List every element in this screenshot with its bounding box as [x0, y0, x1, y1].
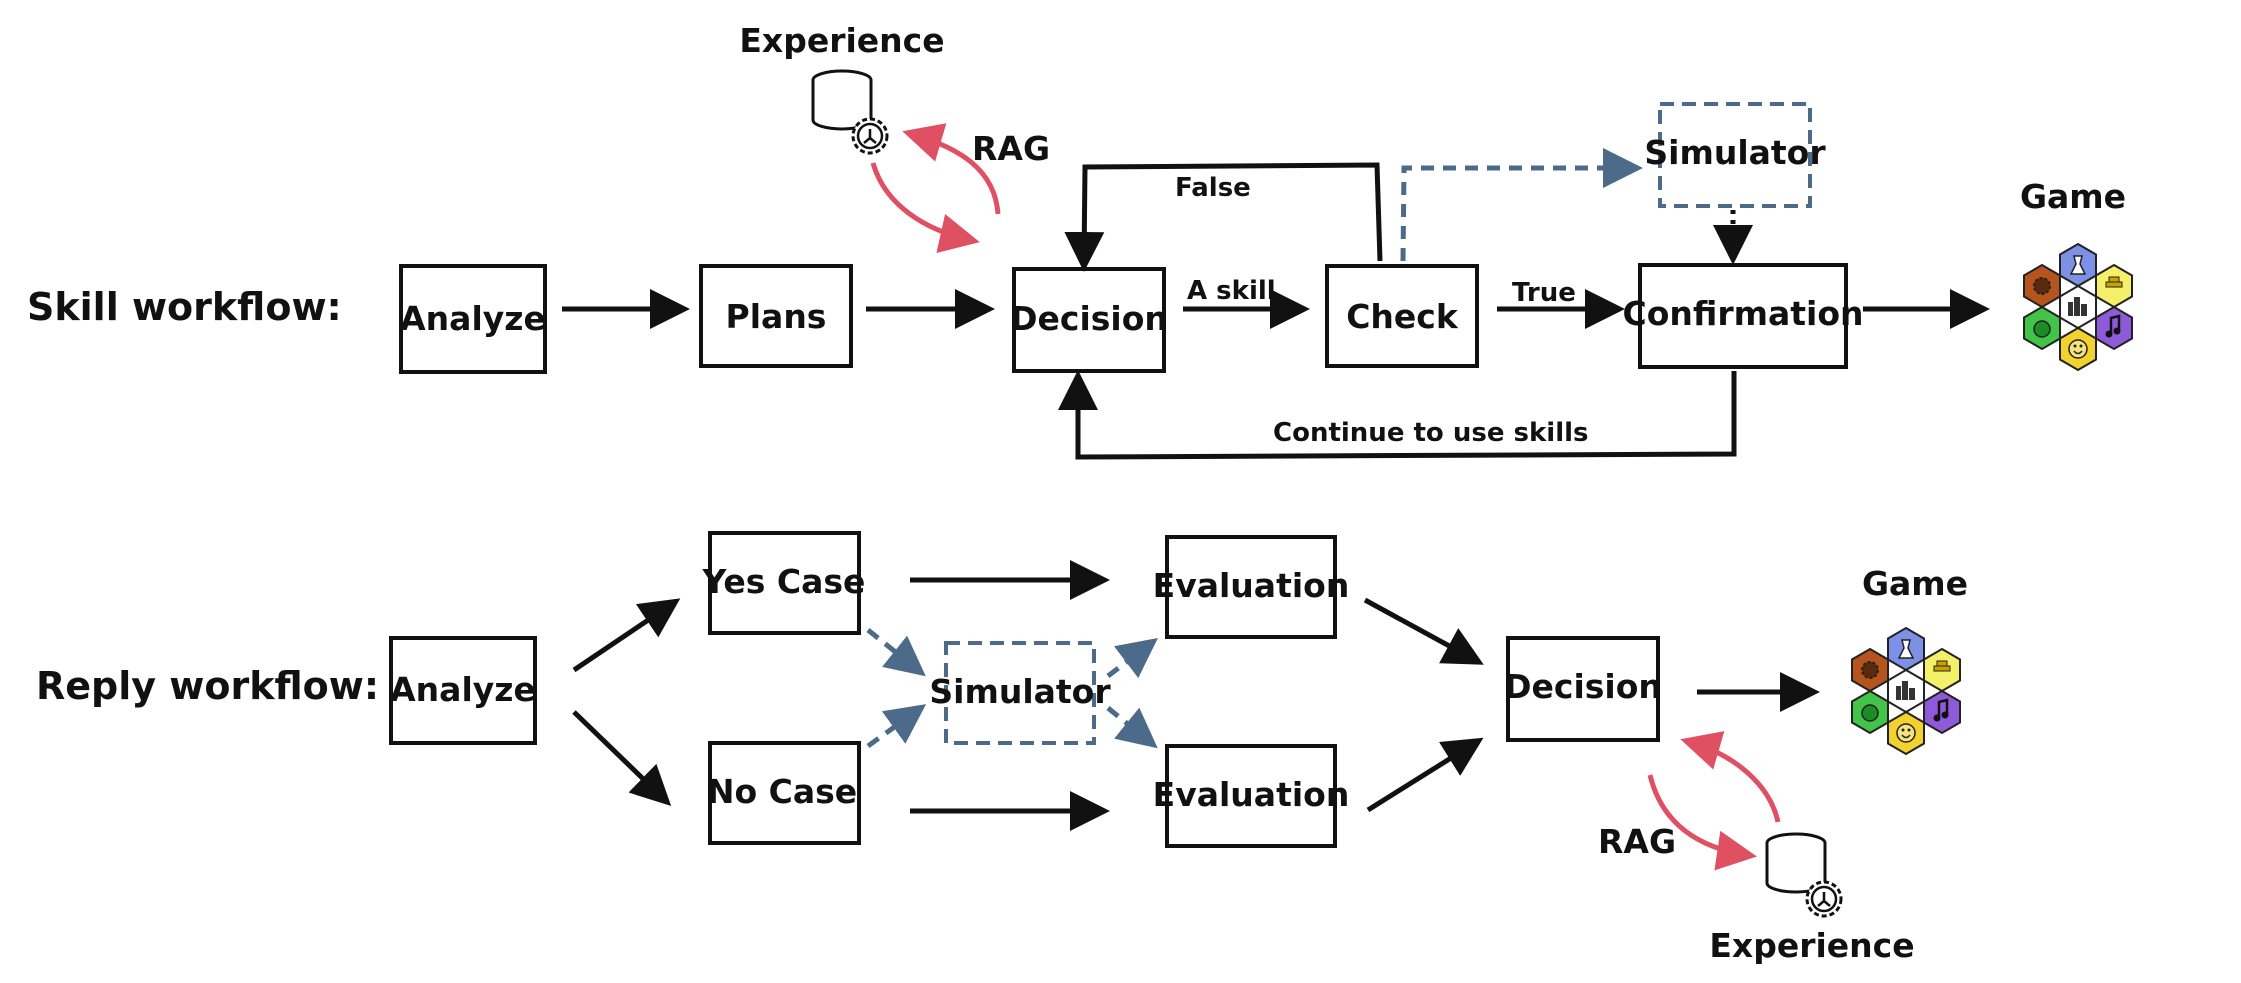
- reply-no-case-label: No Case: [707, 772, 857, 811]
- edge-label-false: False: [1175, 173, 1251, 203]
- skill-rag-arrow-up: [902, 123, 1001, 215]
- reply-simulator-label: Simulator: [929, 672, 1111, 711]
- skill-simulator-label: Simulator: [1644, 133, 1826, 172]
- reply-analyze-node: Analyze: [389, 636, 537, 745]
- reply-rag-label: RAG: [1598, 822, 1676, 861]
- skill-rag-label: RAG: [972, 129, 1050, 168]
- reply-rag-arrow-down: [1647, 774, 1757, 871]
- reply-no-case-node: No Case: [707, 741, 861, 845]
- skill-game-label: Game: [2020, 177, 2126, 216]
- edge-label-continue: Continue to use skills: [1273, 418, 1589, 448]
- arrow-false-loop: [1064, 162, 1383, 272]
- reply-evaluation-top-node: Evaluation: [1153, 535, 1350, 639]
- reply-rag-arrow-up: [1680, 731, 1781, 823]
- arrow-analyze-no: [572, 710, 672, 806]
- game-hexagon-icon: [2022, 242, 2134, 372]
- reply-analyze-label: Analyze: [390, 670, 536, 709]
- database-gear-icon: [811, 69, 889, 155]
- reply-simulator-node: Simulator: [929, 641, 1111, 745]
- reply-decision-label: Decision: [1504, 667, 1662, 706]
- arrow-continue-loop: [1058, 370, 1737, 460]
- skill-check-label: Check: [1346, 297, 1459, 336]
- skill-analyze-node: Analyze: [399, 264, 547, 374]
- skill-check-node: Check: [1325, 264, 1479, 368]
- arrow-yes-simulator: [866, 628, 926, 677]
- skill-plans-node: Plans: [699, 264, 853, 368]
- skill-confirmation-node: Confirmation: [1622, 263, 1864, 369]
- reply-decision-node: Decision: [1504, 636, 1662, 742]
- skill-experience-label: Experience: [739, 21, 944, 60]
- reply-evaluation-bottom-node: Evaluation: [1153, 744, 1350, 848]
- reply-evaluation-top-label: Evaluation: [1153, 566, 1350, 605]
- arrow-evaluation-top-decision: [1363, 597, 1484, 665]
- game-hexagon-icon: [1850, 626, 1962, 756]
- skill-decision-label: Decision: [1010, 299, 1168, 338]
- reply-workflow-label: Reply workflow:: [36, 664, 379, 708]
- database-gear-icon: [1765, 832, 1843, 918]
- arrow-evaluation-bottom-decision: [1366, 737, 1484, 813]
- arrow-simulator-evaluation-top: [1106, 637, 1158, 679]
- edge-label-true: True: [1512, 278, 1576, 308]
- arrow-check-simulator: [1400, 148, 1643, 262]
- skill-workflow-label: Skill workflow:: [27, 285, 342, 329]
- arrow-analyze-yes: [572, 598, 681, 673]
- reply-yes-case-label: Yes Case: [702, 562, 866, 601]
- skill-plans-label: Plans: [726, 297, 827, 336]
- skill-decision-node: Decision: [1010, 267, 1168, 373]
- skill-analyze-label: Analyze: [400, 299, 546, 338]
- reply-game-label: Game: [1862, 564, 1968, 603]
- skill-simulator-node: Simulator: [1644, 102, 1826, 208]
- reply-experience-label: Experience: [1709, 926, 1914, 965]
- skill-rag-arrow-down: [870, 162, 980, 254]
- edge-label-a-skill: A skill: [1187, 276, 1276, 306]
- skill-confirmation-label: Confirmation: [1622, 294, 1863, 333]
- reply-yes-case-node: Yes Case: [702, 531, 866, 635]
- arrow-simulator-evaluation-bottom: [1106, 706, 1158, 749]
- reply-evaluation-bottom-label: Evaluation: [1153, 775, 1350, 814]
- arrow-no-simulator: [866, 704, 927, 749]
